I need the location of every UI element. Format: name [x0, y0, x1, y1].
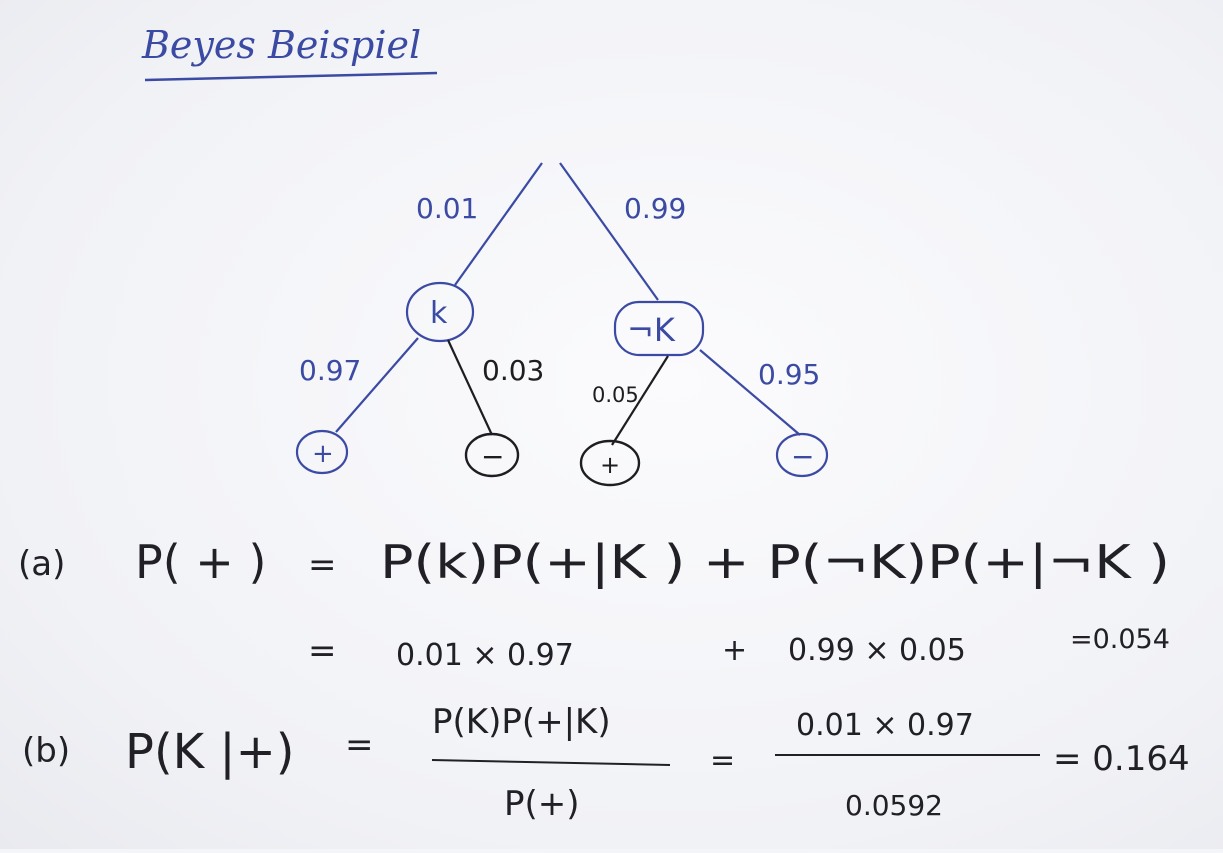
- eq-a-right: P(k)P(+|K ) + P(¬K)P(+|¬K ): [380, 535, 1170, 590]
- eq-b-fraction-bar-1: [431, 759, 671, 766]
- leaf-notk-plus: [579, 439, 641, 487]
- eq-a-term1: 0.01 × 0.97: [396, 638, 574, 673]
- leaf-k-plus: [295, 429, 349, 475]
- leaf-k-minus: [464, 432, 520, 478]
- eq-a-label: (a): [18, 544, 65, 584]
- prob-k-minus: 0.03: [482, 354, 544, 387]
- prob-root-notk: 0.99: [624, 192, 686, 225]
- leaf-k-minus-label: −: [481, 440, 504, 473]
- branch-root-k: [454, 162, 543, 286]
- eq-a-plus: +: [722, 633, 747, 668]
- leaf-notk-minus: [775, 432, 829, 478]
- eq-a-result: =0.054: [1070, 624, 1170, 655]
- prob-k-plus: 0.97: [299, 354, 361, 387]
- leaf-notk-plus-label: +: [600, 451, 620, 479]
- eq-b-left: P(K |+): [125, 724, 295, 780]
- leaf-k-plus-label: +: [312, 439, 334, 469]
- eq-b-denominator-1: P(+): [504, 784, 580, 824]
- eq-b-denominator-2: 0.0592: [845, 789, 943, 822]
- leaf-notk-minus-label: −: [791, 440, 814, 473]
- node-k-label: k: [430, 296, 448, 331]
- branch-root-notk: [559, 162, 659, 301]
- eq-b-numerator-2: 0.01 × 0.97: [796, 708, 974, 743]
- eq-a-equals-1: =: [308, 545, 337, 585]
- title: Beyes Beispiel: [141, 23, 421, 67]
- branch-notk-minus: [699, 349, 801, 436]
- branch-k-plus: [335, 337, 419, 433]
- branch-k-minus: [447, 339, 493, 436]
- eq-b-numerator-1: P(K)P(+|K): [432, 702, 611, 742]
- eq-b-label: (b): [22, 731, 70, 771]
- eq-b-equals-1: =: [345, 725, 374, 765]
- branch-notk-plus: [611, 355, 669, 446]
- eq-a-equals-2: =: [308, 631, 337, 671]
- eq-b-result: = 0.164: [1053, 739, 1190, 779]
- node-not-k-label: ¬K: [627, 311, 676, 349]
- node-k: [405, 281, 475, 343]
- eq-a-term2: 0.99 × 0.05: [788, 633, 966, 668]
- prob-notk-plus: 0.05: [592, 383, 639, 407]
- title-underline: [144, 71, 438, 82]
- prob-root-k: 0.01: [416, 192, 478, 225]
- node-not-k: [613, 300, 705, 357]
- eq-b-equals-2: =: [710, 743, 735, 778]
- prob-notk-minus: 0.95: [758, 358, 820, 391]
- eq-a-left: P( + ): [135, 535, 266, 589]
